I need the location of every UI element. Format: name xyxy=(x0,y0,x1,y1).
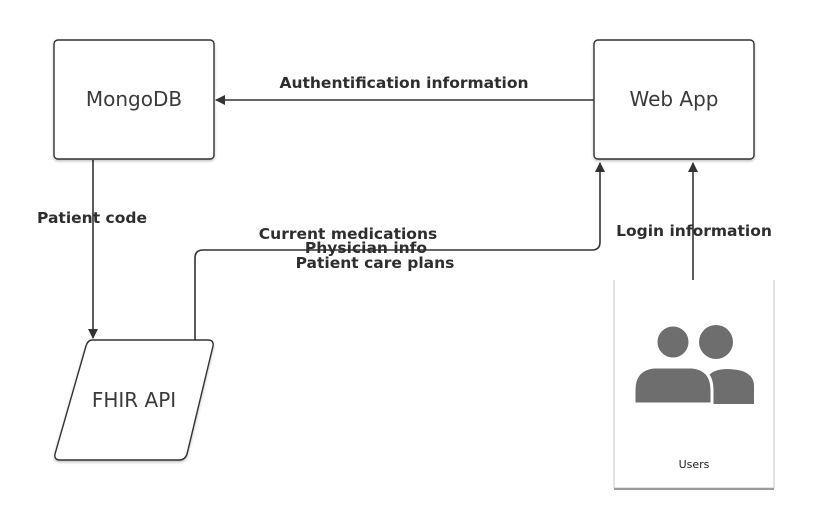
node-mongodb-box xyxy=(53,39,215,160)
edge-fhir-data-line-3: Patient care plans xyxy=(296,254,455,272)
node-webapp: Web App xyxy=(593,39,755,160)
edge-patient-code: Patient code xyxy=(37,160,147,339)
edge-login: Login information xyxy=(616,162,772,280)
edge-fhir-data: Current medications Physician info Patie… xyxy=(194,162,605,340)
node-fhir: FHIR API xyxy=(54,339,214,461)
edge-fhir-data-line xyxy=(194,162,605,340)
node-webapp-box xyxy=(593,39,755,160)
node-mongodb-label: MongoDB xyxy=(86,87,182,111)
node-fhir-label: FHIR API xyxy=(92,388,176,412)
node-fhir-shape xyxy=(54,339,214,461)
edge-fhir-data-line-2: Physician info xyxy=(305,239,427,257)
edge-fhir-data-line-1: Current medications xyxy=(259,225,437,243)
edge-auth: Authentification information xyxy=(215,74,594,105)
node-webapp-label: Web App xyxy=(629,87,718,111)
edge-login-label: Login information xyxy=(616,222,772,240)
edge-auth-label: Authentification information xyxy=(279,74,528,92)
users-icon xyxy=(632,323,754,406)
node-mongodb: MongoDB xyxy=(53,39,215,160)
node-users: Users xyxy=(613,280,775,490)
node-users-label: Users xyxy=(679,458,710,471)
edge-patient-code-label: Patient code xyxy=(37,209,147,227)
